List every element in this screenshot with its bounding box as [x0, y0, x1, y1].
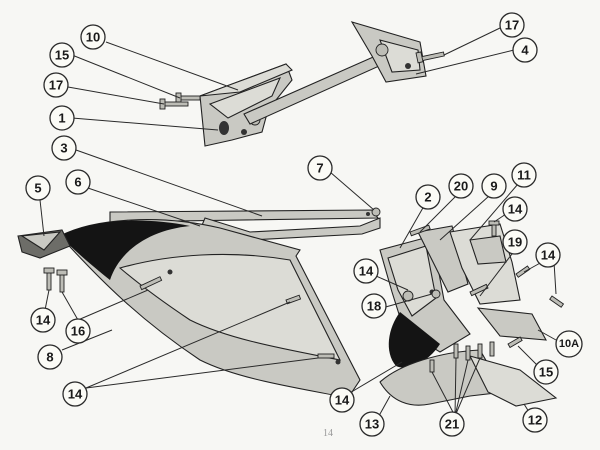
callout-label-4: 4: [521, 43, 529, 58]
callout-14-top-right: 14: [502, 196, 528, 222]
callout-11: 11: [511, 162, 537, 188]
callout-14-far-right: 14: [535, 242, 561, 268]
callout-14-lower: 14: [329, 387, 355, 413]
callout-14-mid: 14: [353, 258, 379, 284]
callout-label-19: 19: [508, 235, 522, 250]
callout-label-1: 1: [58, 111, 65, 126]
callout-20: 20: [448, 173, 474, 199]
bolt-part-14-left-b: [56, 269, 68, 293]
callout-label-21: 21: [445, 417, 459, 432]
callout-9: 9: [481, 173, 507, 199]
callout-label-2: 2: [424, 190, 431, 205]
callout-6: 6: [65, 169, 91, 195]
callout-label-15-top: 15: [55, 48, 69, 63]
wing-part-11: [449, 223, 521, 305]
callout-label-16: 16: [71, 324, 85, 339]
callout-19: 19: [502, 229, 528, 255]
callout-label-11: 11: [517, 168, 531, 183]
callout-7: 7: [307, 155, 333, 181]
callout-12: 12: [522, 407, 548, 433]
bolt-part-20: [409, 224, 431, 237]
page-number: 14: [323, 428, 333, 439]
callout-14-bottom: 14: [62, 381, 88, 407]
bolt-part-14-mouldboard-b: [317, 353, 341, 365]
callout-label-6: 6: [74, 175, 81, 190]
bolt-part-17-left: [159, 98, 189, 110]
callout-label-14-far-right: 14: [541, 248, 556, 263]
callout-label-20: 20: [454, 179, 468, 194]
callout-label-9: 9: [490, 179, 497, 194]
callout-label-10: 10: [86, 30, 100, 45]
leader-lines: [39, 27, 557, 424]
share-part-13: [379, 312, 505, 406]
bolt-part-14-right-top: [488, 220, 500, 237]
callout-label-17-left: 17: [49, 78, 63, 93]
callout-8: 8: [37, 344, 63, 370]
callout-13: 13: [359, 411, 385, 437]
callout-label-14-lower: 14: [335, 393, 350, 408]
callout-label-3: 3: [60, 141, 67, 156]
bolt-part-17-top: [415, 51, 445, 64]
callout-10A: 10A: [555, 330, 583, 358]
bolt-part-16: [139, 269, 173, 291]
callout-label-8: 8: [46, 350, 53, 365]
callout-4: 4: [512, 37, 538, 63]
callout-label-10A: 10A: [559, 338, 579, 350]
callout-label-14-mid: 14: [359, 264, 374, 279]
callout-label-18: 18: [367, 299, 381, 314]
callout-15-top: 15: [49, 42, 75, 68]
mouldboard-part-8: [59, 219, 361, 399]
brace-arm-part-4: [243, 21, 427, 125]
callout-label-5: 5: [34, 181, 41, 196]
bolt-part-15-right: [507, 336, 523, 349]
callout-label-14-left: 14: [36, 313, 51, 328]
callout-label-14-bottom: 14: [68, 387, 83, 402]
callout-15-right: 15: [533, 359, 559, 385]
callout-18: 18: [361, 293, 387, 319]
callout-17-left: 17: [43, 72, 69, 98]
callout-label-15-right: 15: [539, 365, 553, 380]
shin-part-5: [17, 229, 71, 259]
callout-14-left: 14: [30, 307, 56, 333]
callout-21: 21: [439, 411, 465, 437]
callout-10: 10: [80, 24, 106, 50]
plate-part-10A: [476, 307, 547, 341]
callout-label-14-top-right: 14: [508, 202, 523, 217]
callout-16: 16: [65, 318, 91, 344]
callout-label-7: 7: [316, 161, 323, 176]
bolt-part-14-right-far: [549, 295, 565, 308]
callout-label-17-right: 17: [505, 18, 519, 33]
callout-label-13: 13: [365, 417, 379, 432]
bolt-part-18: [431, 289, 441, 299]
callout-17-right: 17: [499, 12, 525, 38]
callout-3: 3: [51, 135, 77, 161]
callout-label-12: 12: [528, 413, 542, 428]
bolt-part-14-right-mid: [515, 265, 531, 278]
callout-1: 1: [49, 105, 75, 131]
callout-2: 2: [415, 184, 441, 210]
point-part-12: [468, 355, 558, 407]
bolt-part-14-left-a: [43, 267, 55, 291]
callout-5: 5: [25, 175, 51, 201]
